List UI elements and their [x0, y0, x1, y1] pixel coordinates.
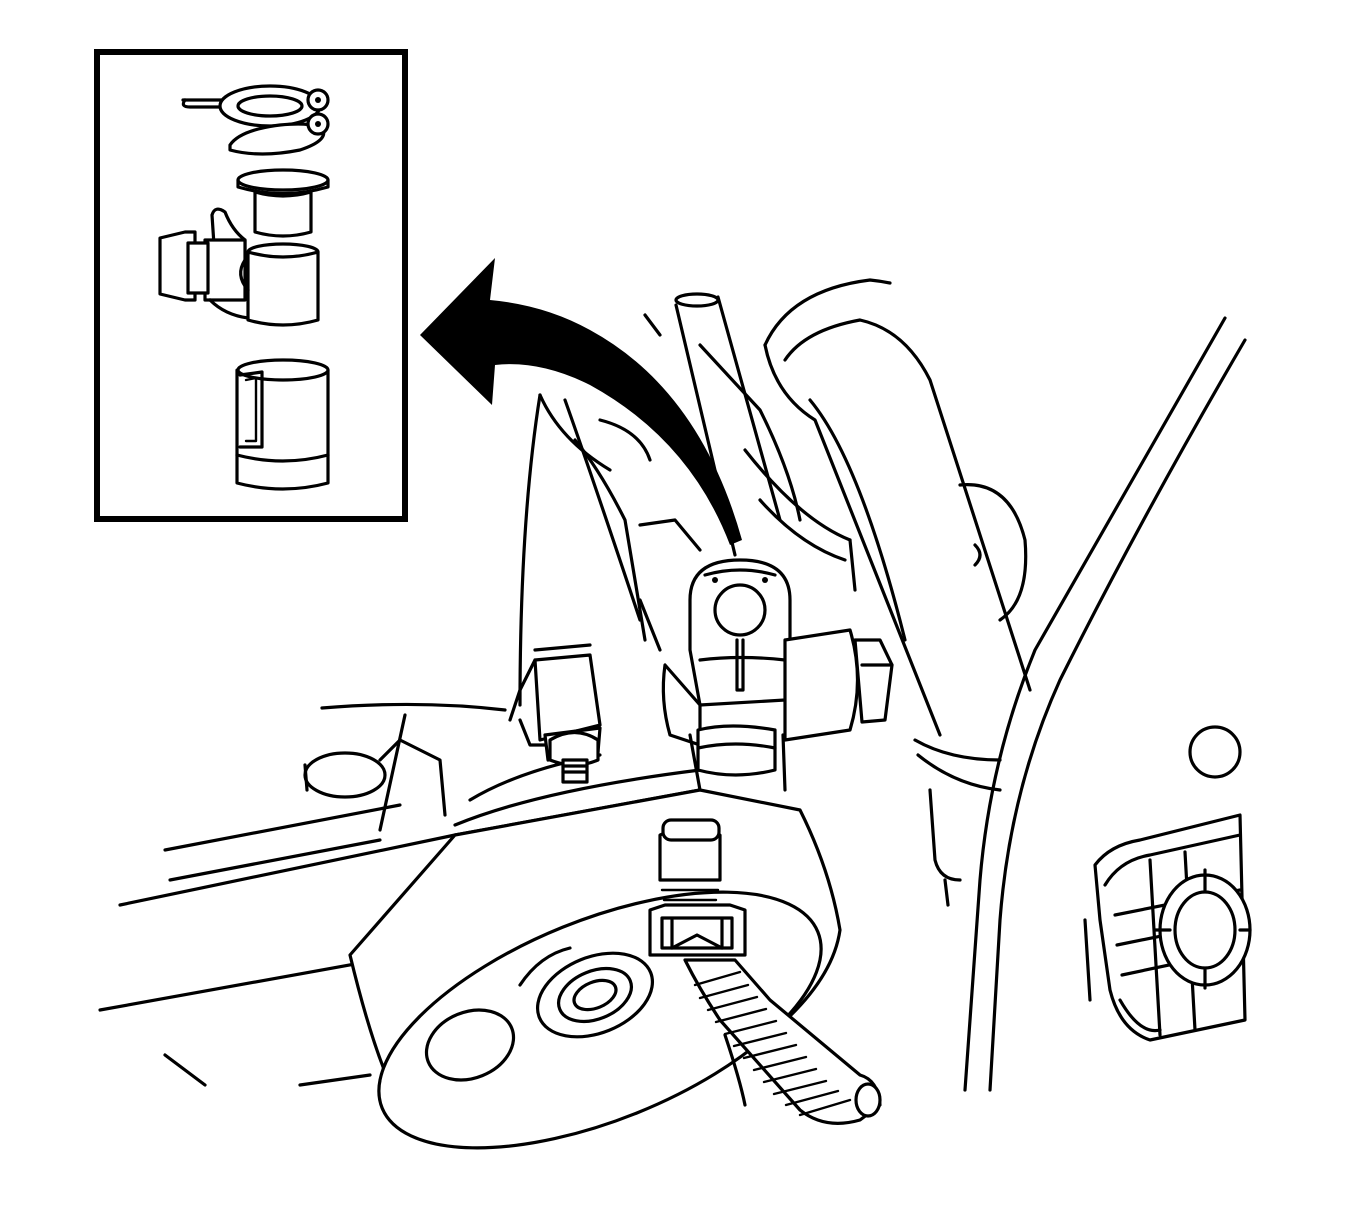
retaining-clip — [181, 84, 330, 156]
hex-nut — [548, 730, 600, 767]
mount-grille — [1083, 813, 1252, 1042]
tee-fitting — [158, 207, 320, 327]
threaded-stud-assembly — [508, 643, 602, 784]
valve-housing — [661, 558, 894, 792]
sensor-connector — [648, 818, 747, 957]
pulley-disc — [348, 788, 842, 1150]
exploded-view-inset — [94, 49, 408, 522]
valve-base — [696, 724, 777, 777]
sleeve — [235, 358, 330, 491]
corrugated-wire-loom — [683, 958, 882, 1125]
engine-structure — [98, 278, 1247, 1092]
removal-arrow — [420, 258, 742, 545]
side-hex-nut — [853, 638, 894, 724]
bushing — [236, 168, 330, 238]
